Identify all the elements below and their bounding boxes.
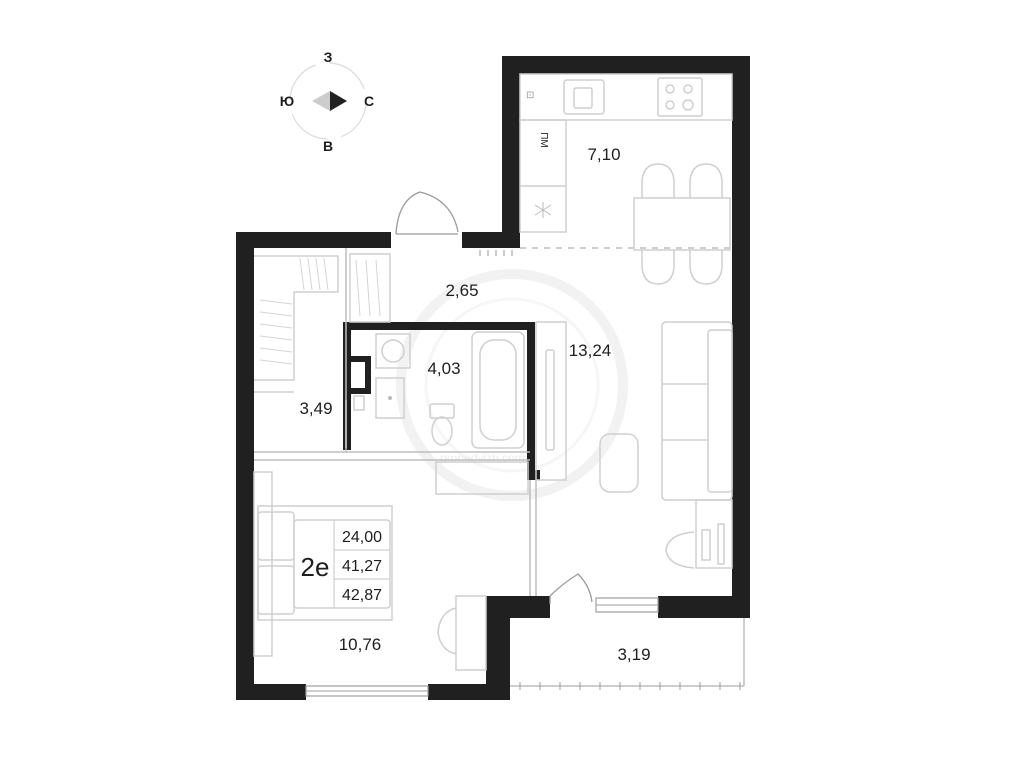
balcony-area-label: 3,19: [617, 645, 650, 664]
toilet-tank: [429, 403, 455, 419]
wall-bath-niche-side: [365, 356, 371, 392]
wardrobe-furniture: [254, 253, 391, 448]
compass-needle-dark: [330, 91, 347, 111]
living-furniture: [535, 321, 733, 569]
kitchen-area-label: 7,10: [587, 145, 620, 164]
washbasin-icon: [375, 377, 405, 419]
living-space-value: 24,00: [342, 529, 382, 546]
entrance-door: [395, 191, 459, 235]
balcony-door: [549, 573, 593, 604]
wardrobe-shelves: [254, 255, 339, 381]
kitchen-counter: [519, 73, 733, 121]
kitchen-counter-side: [519, 119, 567, 233]
sink-icon: [563, 79, 605, 115]
toilet-icon: [431, 416, 453, 446]
bed: [257, 505, 393, 621]
wardrobe-area-label: 3,49: [299, 399, 332, 418]
wall-kitchen-top: [502, 56, 750, 74]
wall-kitchen-left: [502, 56, 520, 242]
total-with-balcony-value: 42,87: [342, 587, 382, 604]
compass-rose: З В Ю С: [280, 49, 374, 154]
desk: [695, 499, 733, 569]
monitor-icon: [717, 523, 725, 565]
keyboard-icon: [701, 529, 711, 561]
bathroom-fixtures: [353, 331, 525, 449]
wall-right: [732, 56, 750, 596]
pillow-icon: [257, 565, 295, 615]
compass-south-label: В: [323, 138, 333, 154]
riser-icon: [353, 395, 365, 411]
wall-bath-left: [343, 322, 351, 450]
svg-text:⊡: ⊡: [526, 90, 534, 101]
compass-north-label: З: [324, 49, 333, 65]
bedroom-area-label: 10,76: [339, 635, 382, 654]
wall-left: [236, 232, 254, 700]
apartment-summary: 2е 24,00 41,27 42,87: [301, 529, 383, 604]
chair-icon: [641, 250, 675, 285]
desk-chair: [665, 531, 695, 569]
total-space-value: 41,27: [342, 558, 382, 575]
balcony-glazing: [519, 682, 741, 690]
bedroom-dresser: [435, 461, 529, 495]
wall-bath-niche-top: [351, 356, 371, 362]
fridge-icon: [534, 202, 552, 218]
kitchen-furniture: ⊡ ПМ: [519, 73, 733, 285]
bathroom-area-label: 4,03: [427, 359, 460, 378]
wall-balcony-right-stub: [658, 596, 750, 618]
dining-table: [633, 197, 731, 251]
doors: [395, 191, 593, 604]
compass-west-label: Ю: [280, 93, 294, 109]
hallway-area-label: 2,65: [445, 281, 478, 300]
watermark-text: pronedvizh.com: [440, 451, 525, 465]
bathtub-icon: [471, 331, 525, 449]
hall-wardrobe: [349, 253, 391, 323]
bedroom-chair: [437, 607, 457, 655]
stove-icon: [657, 77, 703, 117]
chair-icon: [689, 250, 723, 285]
chair-icon: [689, 163, 723, 198]
wall-kitchen-stub: [462, 232, 520, 248]
bedroom-furniture: [253, 461, 529, 671]
chair-icon: [641, 163, 675, 198]
wall-bath-top: [343, 322, 535, 330]
tv-stand: [535, 321, 567, 481]
bedroom-shelf: [253, 471, 273, 657]
bedroom-desk: [455, 595, 487, 671]
wall-bath-niche-bottom: [351, 388, 371, 394]
pillow-icon: [257, 511, 295, 561]
washing-machine-icon: [375, 333, 411, 369]
apartment-type-label: 2е: [301, 552, 330, 582]
wall-top-left: [236, 232, 391, 248]
wall-bath-right: [527, 322, 535, 480]
compass-needle-light: [312, 91, 330, 111]
exterior-walls: [236, 56, 750, 700]
tv-icon: [545, 349, 555, 451]
dishwasher-label: ПМ: [538, 132, 549, 148]
windows: [305, 597, 659, 697]
living-area-label: 13,24: [569, 341, 612, 360]
compass-east-label: С: [364, 93, 374, 109]
compass-ring: [289, 62, 367, 140]
wall-bath-corner: [527, 470, 540, 480]
sofa: [661, 321, 733, 501]
wall-bottom-left: [236, 684, 306, 700]
pouf: [599, 433, 639, 493]
summary-card: [293, 519, 391, 609]
room-labels: 7,10 2,65 3,49 4,03 13,24 10,76 3,19: [299, 145, 650, 664]
wall-balcony-left-stub: [486, 596, 550, 618]
